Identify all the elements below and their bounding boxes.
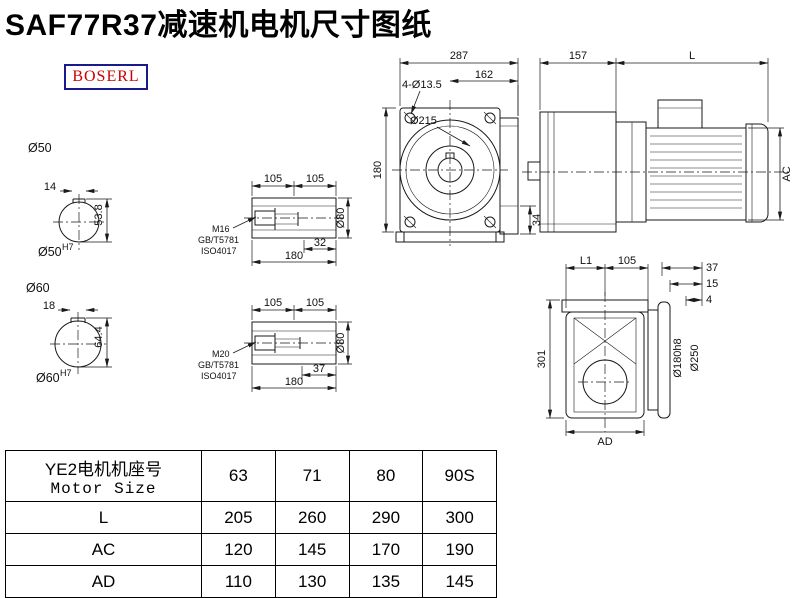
dim-shaft1-key-height: 53.8 <box>93 204 105 225</box>
dim-front-width: 287 <box>450 50 468 62</box>
dim-side-motor-len: L <box>689 50 695 62</box>
note-hs1-thread: M16 <box>212 224 230 234</box>
dim-hs1-thread-len: 32 <box>314 237 326 249</box>
note-hs1-std2: ISO4017 <box>201 246 237 256</box>
dim-output-l1: L1 <box>580 255 592 267</box>
table-cell: 120 <box>201 533 276 566</box>
table-cell: L <box>5 501 202 534</box>
dim-hs1-len-a: 105 <box>264 173 282 185</box>
page-title: SAF77R37减速机电机尺寸图纸 <box>5 9 432 42</box>
table-row: L 205 260 290 300 <box>5 501 497 534</box>
dim-shaft2-dia: Ø60 <box>26 281 50 295</box>
dim-output-flange-dia: Ø250 <box>689 345 701 372</box>
hollow-shaft-view-m16: 105 105 32 180 Ø80 M16 GB/T5781 ISO4017 <box>198 173 352 266</box>
dim-shaft2-key-height: 64.4 <box>93 326 105 347</box>
table-cell: 205 <box>201 501 276 534</box>
dim-shaft1-dia: Ø50 <box>28 141 52 155</box>
table-cell: 71 <box>274 450 350 502</box>
dim-hs2-thread-len: 37 <box>313 363 325 375</box>
dim-hs2-len-a: 105 <box>264 297 282 309</box>
table-cell: 170 <box>348 533 424 566</box>
table-cell: 260 <box>274 501 350 534</box>
dim-output-width: AD <box>597 436 612 448</box>
dim-output-spigot-dia: Ø180h8 <box>672 338 684 377</box>
dim-hs2-len-b: 105 <box>306 297 324 309</box>
motor-size-table: YE2电机机座号 Motor Size 63 71 80 90S L 205 2… <box>5 450 497 598</box>
table-row: AC 120 145 170 190 <box>5 533 497 566</box>
note-hs2-thread: M20 <box>212 349 230 359</box>
dim-hs2-dia: Ø80 <box>335 333 347 354</box>
dim-shaft1-bore-fit: Ø50 <box>38 245 62 259</box>
note-hs1-std1: GB/T5781 <box>198 235 239 245</box>
hollow-shaft-view-m20: 105 105 37 180 Ø80 M20 GB/T5781 ISO4017 <box>198 297 352 392</box>
header-motor-size: YE2电机机座号 Motor Size <box>5 450 202 502</box>
dim-shaft2-bore-tol: H7 <box>60 368 72 378</box>
dim-output-15: 15 <box>706 278 718 290</box>
output-view: L1 105 37 15 4 301 Ø180h8 Ø250 AD <box>536 255 718 448</box>
table-cell: 300 <box>422 501 497 534</box>
table-header-row: YE2电机机座号 Motor Size 63 71 80 90S <box>5 450 497 502</box>
header-motor-size-cn: YE2电机机座号 <box>44 459 163 479</box>
boserl-logo: BOSERL <box>64 64 148 90</box>
dim-hs1-len-b: 105 <box>306 173 324 185</box>
table-cell: 110 <box>201 565 276 598</box>
table-cell: 135 <box>348 565 424 598</box>
dim-front-flange-dia: Ø215 <box>410 115 437 127</box>
front-view: 287 162 4-Ø13.5 Ø215 180 34 <box>372 50 543 246</box>
dim-hs2-total-len: 180 <box>285 376 303 388</box>
table-row: AD 110 130 135 145 <box>5 565 497 598</box>
note-hs2-std2: ISO4017 <box>201 371 237 381</box>
dim-shaft1-bore-tol: H7 <box>62 242 74 252</box>
table-cell: 145 <box>422 565 497 598</box>
dim-output-4: 4 <box>706 294 712 306</box>
header-motor-size-en: Motor Size <box>50 479 157 498</box>
dim-hs1-total-len: 180 <box>285 250 303 262</box>
dim-shaft1-key-width: 14 <box>44 181 56 193</box>
table-cell: 145 <box>274 533 350 566</box>
boserl-logo-text: BOSERL <box>72 68 140 85</box>
dim-output-105: 105 <box>618 255 636 267</box>
side-view: 157 L AC <box>522 50 793 233</box>
dim-front-holes: 4-Ø13.5 <box>402 79 442 91</box>
table-cell: 90S <box>422 450 497 502</box>
shaft-end-view-60: Ø60 18 64.4 Ø60 H7 <box>26 281 112 385</box>
dim-output-37: 37 <box>706 262 718 274</box>
table-cell: 290 <box>348 501 424 534</box>
table-cell: 63 <box>201 450 276 502</box>
dim-output-height: 301 <box>536 350 548 368</box>
table-cell: AC <box>5 533 202 566</box>
dim-shaft2-key-width: 18 <box>43 300 55 312</box>
dim-side-gear-len: 157 <box>569 50 587 62</box>
dim-hs1-dia: Ø80 <box>335 208 347 229</box>
dim-shaft2-bore-fit: Ø60 <box>36 371 60 385</box>
table-cell: AD <box>5 565 202 598</box>
dim-side-motor-dia: AC <box>781 166 793 181</box>
table-cell: 130 <box>274 565 350 598</box>
dim-front-inner-width: 162 <box>475 69 493 81</box>
table-cell: 80 <box>348 450 424 502</box>
technical-drawing: Ø50 14 53.8 Ø50 H7 Ø60 18 64.4 Ø60 H7 <box>26 50 793 448</box>
shaft-end-view-50: Ø50 14 53.8 Ø50 H7 <box>28 141 112 259</box>
note-hs2-std1: GB/T5781 <box>198 360 239 370</box>
dim-front-height: 180 <box>372 161 384 179</box>
table-cell: 190 <box>422 533 497 566</box>
